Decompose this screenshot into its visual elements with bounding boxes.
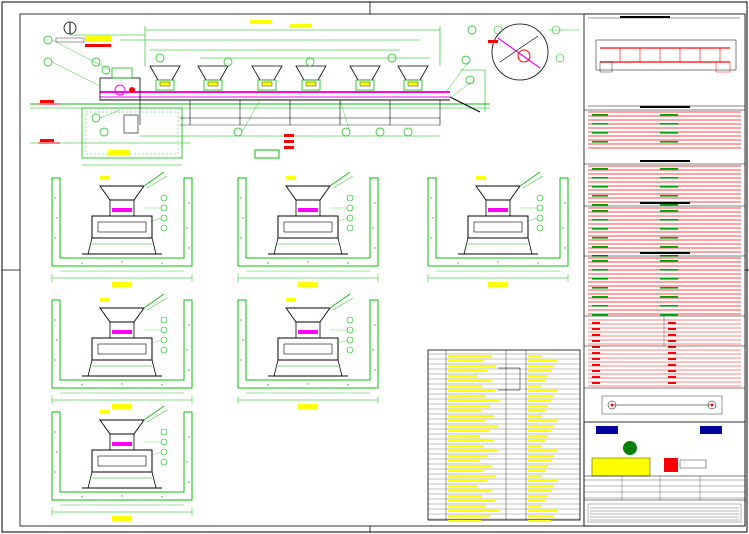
compass-symbol [55, 21, 85, 43]
title-panel [583, 13, 746, 527]
hopper [149, 65, 429, 91]
plan-view-thumbnail [588, 16, 745, 107]
detail-view-circle [488, 23, 580, 81]
shaft-detail [601, 395, 723, 415]
level-marker [38, 100, 60, 144]
title-block [583, 421, 746, 527]
drive-head [99, 67, 141, 134]
feeder-elevation-view [30, 20, 580, 166]
bill-of-materials-table [427, 349, 581, 522]
conveyor-belt [100, 91, 481, 126]
